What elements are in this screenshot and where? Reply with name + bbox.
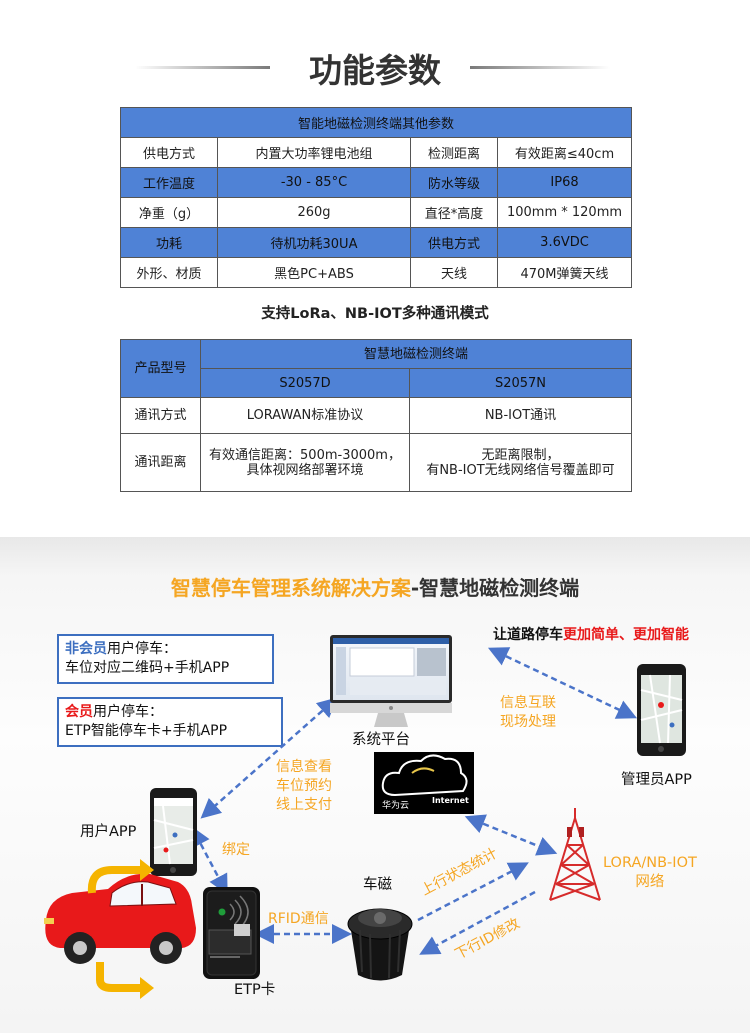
cell: 检测距离 bbox=[410, 137, 498, 168]
monitor-icon bbox=[330, 635, 452, 727]
tagline: 让道路停车更加简单、更加智能 bbox=[493, 624, 689, 644]
cell: 工作温度 bbox=[120, 167, 218, 198]
note-line: LORA/NB-IOT bbox=[603, 855, 697, 871]
heading-rule-left bbox=[135, 66, 270, 69]
car-to-card-arrow bbox=[96, 962, 140, 992]
params-table: 智能地磁检测终端其他参数 供电方式内置大功率锂电池组检测距离有效距离≤40cm … bbox=[119, 107, 633, 288]
solution-title: 智慧停车管理系统解决方案-智慧地磁检测终端 bbox=[0, 572, 750, 601]
cell: 通讯距离 bbox=[120, 433, 201, 492]
cell-line: 无距离限制， bbox=[481, 447, 560, 463]
etp-card-icon bbox=[203, 887, 260, 979]
arrowhead-icon bbox=[140, 977, 154, 999]
platform-user-link bbox=[200, 697, 338, 819]
cell: 3.6VDC bbox=[496, 227, 633, 258]
cell: 无距离限制，有NB-IOT无线网络信号覆盖即可 bbox=[408, 433, 633, 492]
table-row: 通讯距离 有效通信距离：500m-3000m，具体视网络部署环境 无距离限制，有… bbox=[120, 433, 633, 492]
group-header: 智慧地磁检测终端 bbox=[199, 339, 633, 369]
box-text: 用户停车： bbox=[93, 704, 163, 720]
tagline-pre: 让道路停车 bbox=[493, 627, 563, 643]
cell: 净重（g） bbox=[120, 197, 218, 228]
model-label: 产品型号 bbox=[120, 339, 201, 398]
cell: 470M弹簧天线 bbox=[496, 257, 633, 288]
bind-note: 绑定 bbox=[222, 842, 250, 858]
comm-modes-subtitle: 支持LoRa、NB-IOT多种通讯模式 bbox=[261, 306, 489, 322]
admin-app-label: 管理员APP bbox=[621, 772, 692, 788]
box-text: ETP智能停车卡+手机APP bbox=[65, 723, 228, 739]
cloud-icon bbox=[374, 752, 474, 814]
solution-title-sub: -智慧地磁检测终端 bbox=[410, 576, 580, 600]
cell: 有效距离≤40cm bbox=[496, 137, 633, 168]
cloud-tower-link bbox=[464, 814, 558, 856]
cloud-tag: Internet bbox=[432, 796, 469, 805]
heading-rule-right bbox=[470, 66, 610, 69]
cell: 260g bbox=[217, 197, 411, 228]
cell-line: 有NB-IOT无线网络信号覆盖即可 bbox=[426, 462, 615, 478]
box-text: 用户停车： bbox=[107, 641, 177, 657]
uplink-arrow bbox=[417, 862, 529, 922]
cell: IP68 bbox=[496, 167, 633, 198]
query-note: 信息查看车位预约线上支付 bbox=[276, 758, 332, 815]
sensor-icon bbox=[347, 908, 413, 981]
cell: 防水等级 bbox=[410, 167, 498, 198]
platform-label: 系统平台 bbox=[352, 732, 410, 748]
cell: 天线 bbox=[410, 257, 498, 288]
cell: 外形、材质 bbox=[120, 257, 218, 288]
note-line: 车位预约 bbox=[276, 778, 332, 794]
cell-line: 具体视网络部署环境 bbox=[246, 462, 364, 478]
note-line: 信息互联 bbox=[500, 695, 556, 711]
cell: 有效通信距离：500m-3000m，具体视网络部署环境 bbox=[200, 433, 410, 492]
user-phone-icon bbox=[150, 788, 197, 876]
non-member-box: 非会员用户停车： 车位对应二维码+手机APP bbox=[57, 634, 274, 684]
cell: LORAWAN标准协议 bbox=[200, 397, 410, 434]
antenna-icon bbox=[567, 827, 584, 837]
tower-icon bbox=[549, 808, 601, 901]
page-title: 功能参数 bbox=[309, 51, 441, 90]
interconnect-note: 信息互联现场处理 bbox=[500, 694, 556, 732]
note-line: 现场处理 bbox=[500, 714, 556, 730]
car-to-phone-arrow bbox=[87, 866, 140, 894]
cell: 黑色PC+ABS bbox=[217, 257, 411, 288]
etp-label: ETP卡 bbox=[234, 982, 276, 998]
model-b: S2057N bbox=[408, 368, 633, 398]
user-app-label: 用户APP bbox=[80, 824, 137, 840]
solution-title-main: 智慧停车管理系统解决方案 bbox=[170, 576, 411, 600]
member-label: 会员 bbox=[65, 704, 93, 720]
bind-link bbox=[191, 826, 228, 895]
cell: 供电方式 bbox=[410, 227, 498, 258]
platform-admin-link bbox=[487, 647, 638, 719]
cloud-name: 华为云 bbox=[382, 801, 410, 811]
box-text: 车位对应二维码+手机APP bbox=[65, 660, 230, 676]
cell: 内置大功率锂电池组 bbox=[217, 137, 411, 168]
note-line: 网络 bbox=[635, 874, 665, 890]
table-row: 供电方式内置大功率锂电池组检测距离有效距离≤40cm bbox=[120, 137, 633, 168]
non-member-label: 非会员 bbox=[65, 641, 107, 657]
car-icon bbox=[44, 873, 196, 964]
params-table-title: 智能地磁检测终端其他参数 bbox=[119, 107, 633, 138]
admin-phone-icon bbox=[637, 664, 686, 756]
cell: 100mm * 120mm bbox=[496, 197, 633, 228]
cell-line: 有效通信距离：500m-3000m， bbox=[209, 447, 401, 463]
network-note: LORA/NB-IOT 网络 bbox=[603, 854, 697, 892]
note-line: 信息查看 bbox=[276, 759, 332, 775]
tagline-highlight: 更加简单、更加智能 bbox=[563, 627, 689, 643]
cell: NB-IOT通讯 bbox=[408, 397, 633, 434]
note-line: 线上支付 bbox=[276, 797, 332, 813]
rfid-note: RFID通信 bbox=[268, 911, 329, 927]
arrowhead-icon bbox=[140, 859, 154, 881]
sensor-label: 车磁 bbox=[363, 877, 392, 893]
cell: 直径*高度 bbox=[410, 197, 498, 228]
downlink-arrow bbox=[419, 890, 536, 955]
